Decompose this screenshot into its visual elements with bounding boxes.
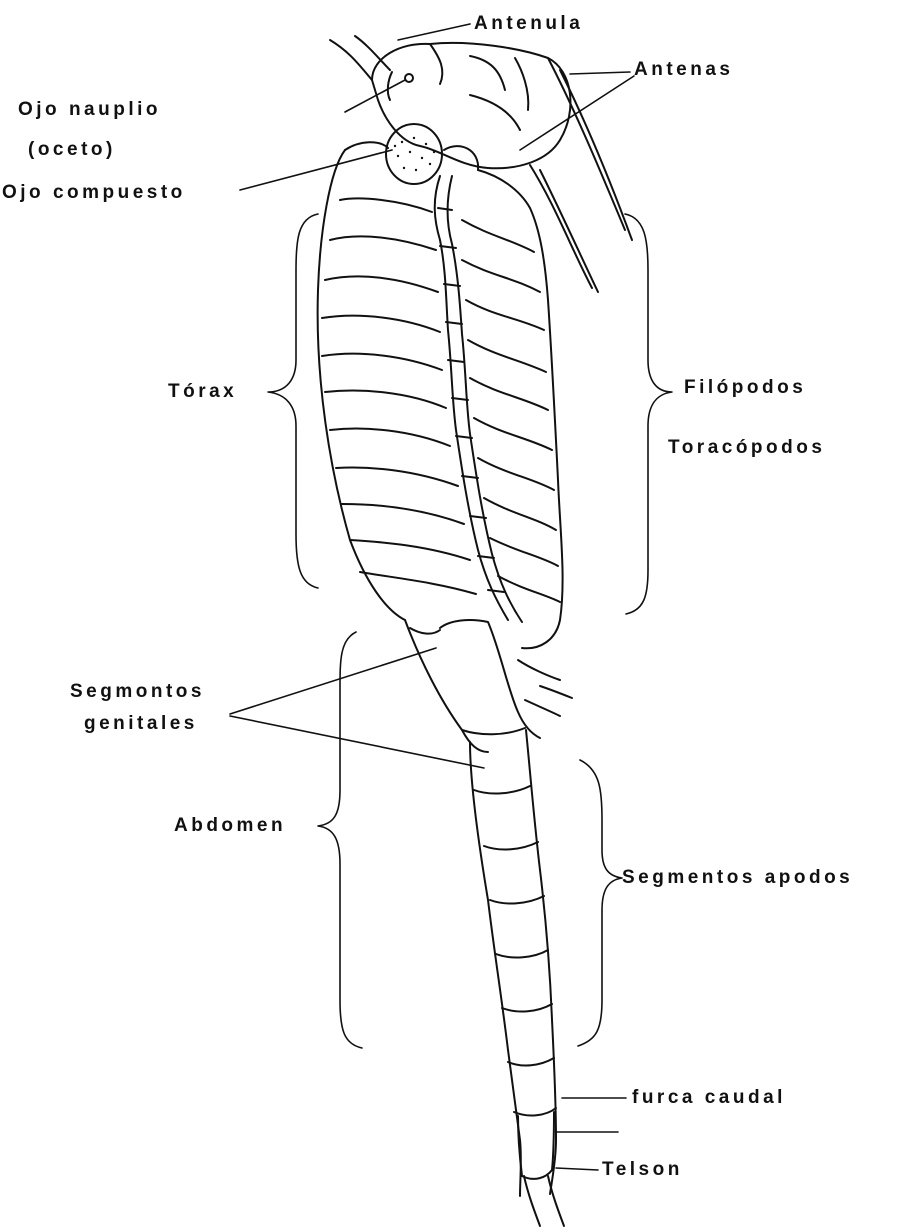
label-oceto: (oceto) — [28, 140, 116, 159]
label-segmentos-apodos: Segmentos apodos — [622, 868, 853, 887]
label-furca-caudal: furca caudal — [632, 1088, 786, 1107]
telson-shape — [518, 1112, 554, 1179]
braces — [268, 214, 672, 1048]
compound-eye — [386, 124, 442, 184]
antenas-leader-2 — [520, 76, 634, 150]
label-filopodos: Filópodos — [684, 378, 806, 397]
ojo-nauplio-leader — [345, 80, 405, 112]
torax-brace — [268, 214, 318, 588]
abdomen-brace — [318, 632, 362, 1048]
thorax — [318, 142, 563, 648]
label-abdomen: Abdomen — [174, 816, 286, 835]
nauplius-eye-dot — [405, 74, 413, 82]
antenas-leader-1 — [570, 72, 630, 74]
label-segmentos-genitales-2: genitales — [84, 714, 198, 733]
label-antenas: Antenas — [634, 60, 733, 79]
label-ojo-compuesto: Ojo compuesto — [2, 183, 186, 202]
antenula-leader — [398, 24, 470, 40]
furca-right — [548, 1176, 564, 1226]
ojo-compuesto-leader — [240, 150, 392, 190]
genitales-leader-1 — [230, 648, 436, 714]
genitales-leader-2 — [230, 716, 484, 768]
label-ojo-nauplio: Ojo nauplio — [18, 100, 161, 119]
filopodos-brace — [625, 214, 672, 614]
label-toracopodos: Toracópodos — [668, 438, 825, 457]
abdomen-segments — [470, 730, 564, 1226]
label-torax: Tórax — [168, 382, 237, 401]
label-telson: Telson — [602, 1160, 683, 1179]
head — [330, 36, 632, 292]
genital-segments — [405, 620, 572, 752]
furca-left — [524, 1176, 540, 1226]
telson-leader — [556, 1168, 598, 1170]
label-segmentos-genitales-1: Segmontos — [70, 682, 205, 701]
leader-lines — [230, 24, 634, 1170]
apodos-brace — [578, 760, 622, 1046]
label-antenula: Antenula — [474, 14, 583, 33]
